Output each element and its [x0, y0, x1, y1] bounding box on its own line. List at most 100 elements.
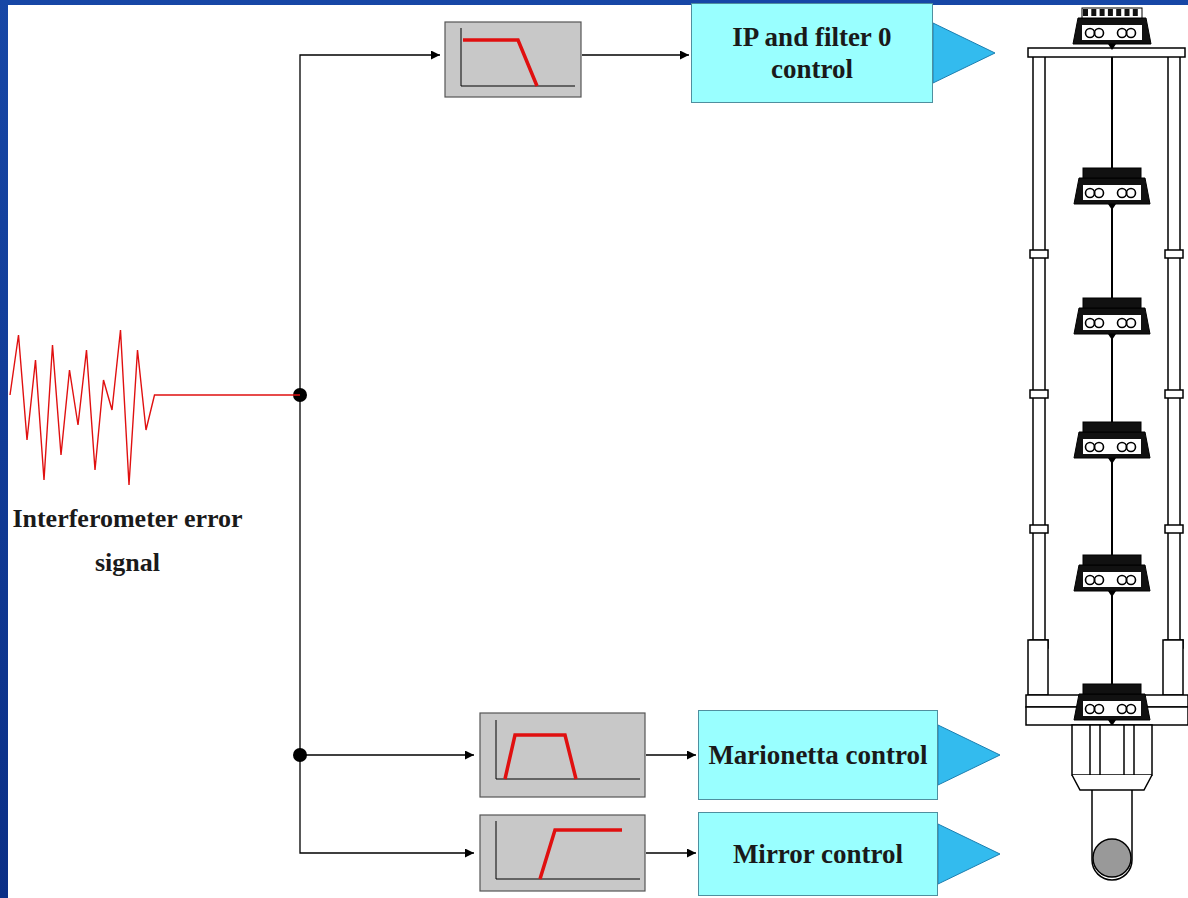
superattenuator-illustration [1026, 8, 1188, 880]
coil [1127, 443, 1136, 452]
filter-window [1083, 185, 1141, 200]
filter-window [1083, 572, 1141, 587]
coil [1086, 29, 1095, 38]
structure-part [1072, 725, 1152, 775]
filter-cap [1083, 168, 1141, 178]
wire-clamp [1108, 204, 1116, 210]
coil [1095, 189, 1104, 198]
filter-body [1074, 308, 1150, 334]
spring-blade [1091, 9, 1096, 16]
structure-line [1133, 725, 1135, 775]
coil [1095, 576, 1104, 585]
filter-cap [1083, 422, 1141, 432]
spring-blade [1108, 9, 1113, 16]
wire-clamp [1108, 334, 1116, 340]
junction-dot [293, 748, 307, 762]
highpass-filter [480, 815, 645, 891]
spring-blade [1116, 9, 1121, 16]
control-box: Marionetta control [698, 710, 938, 800]
spring-blade [1133, 9, 1138, 16]
wire [300, 55, 440, 395]
filter-cap [1083, 298, 1141, 308]
structure-line [1091, 790, 1093, 860]
box-label: IP and filter 0 control [700, 21, 924, 86]
wire-clamp [1108, 591, 1116, 597]
coil [1127, 29, 1136, 38]
filter-body [1074, 565, 1150, 591]
coil [1118, 319, 1127, 328]
coil [1095, 29, 1104, 38]
wire [646, 754, 696, 755]
signal-label: Interferometer error signal [5, 497, 250, 585]
filter-cap [1083, 555, 1141, 565]
coil [1095, 705, 1104, 714]
structure-part [1165, 525, 1183, 533]
structure-part [1165, 250, 1183, 258]
filter-body [1074, 178, 1150, 204]
coil [1118, 29, 1127, 38]
amplifier-symbol [938, 725, 1000, 785]
filter-body [1074, 432, 1150, 458]
coil [1086, 443, 1095, 452]
filter-window [1083, 315, 1141, 330]
amplifiers [933, 23, 1000, 884]
amplifier-symbol [938, 824, 1000, 884]
structure-part [1033, 55, 1045, 695]
structure-part [1030, 250, 1048, 258]
filter-body [1074, 694, 1150, 720]
wire-clamp [1108, 458, 1116, 464]
structure-part [1163, 640, 1183, 695]
structure-line [1123, 725, 1125, 775]
coil [1118, 705, 1127, 714]
box-content: Marionetta control [708, 739, 927, 771]
coil [1086, 705, 1095, 714]
coil [1127, 319, 1136, 328]
coil [1095, 319, 1104, 328]
error-signal-waveform [10, 330, 300, 485]
coil [1127, 576, 1136, 585]
coil [1118, 576, 1127, 585]
wire-clamp [1108, 44, 1116, 50]
filter-cap [1083, 684, 1141, 694]
structure-line [1089, 725, 1091, 775]
box-content: IP and filter 0 control [700, 21, 924, 86]
structure-part [1030, 525, 1048, 533]
coil [1127, 705, 1136, 714]
structure-line [1099, 725, 1101, 775]
structure-part [1028, 640, 1048, 695]
signal-wires [300, 55, 696, 853]
spring-blade [1083, 9, 1088, 16]
structure-line [1131, 790, 1133, 860]
marionette-base [1072, 775, 1152, 790]
filter-body [1073, 18, 1151, 44]
box-label: Marionetta control [708, 739, 927, 771]
structure-part [1168, 55, 1180, 695]
control-box: IP and filter 0 control [691, 3, 933, 103]
wire [582, 54, 689, 55]
lowpass-filter [445, 22, 581, 97]
filter-window [1083, 701, 1141, 716]
filter-window [1082, 25, 1142, 40]
filter-window [1083, 439, 1141, 454]
spring-blade [1100, 9, 1105, 16]
coil [1118, 189, 1127, 198]
control-box: Mirror control [698, 812, 938, 896]
structure-part [1165, 390, 1183, 398]
structure-part [1028, 48, 1185, 57]
amplifier-symbol [933, 23, 995, 83]
coil [1086, 576, 1095, 585]
coil [1086, 319, 1095, 328]
filter-cap [1082, 8, 1142, 18]
mirror [1093, 839, 1131, 877]
wire [646, 852, 696, 853]
structure-part [1030, 390, 1048, 398]
bandpass-filter [480, 713, 645, 797]
spring-blade [1125, 9, 1130, 16]
coil [1086, 189, 1095, 198]
wire [300, 395, 474, 853]
wire [300, 754, 474, 755]
box-content: Mirror control [733, 838, 903, 870]
coil [1127, 189, 1136, 198]
waveform-line [10, 330, 300, 485]
